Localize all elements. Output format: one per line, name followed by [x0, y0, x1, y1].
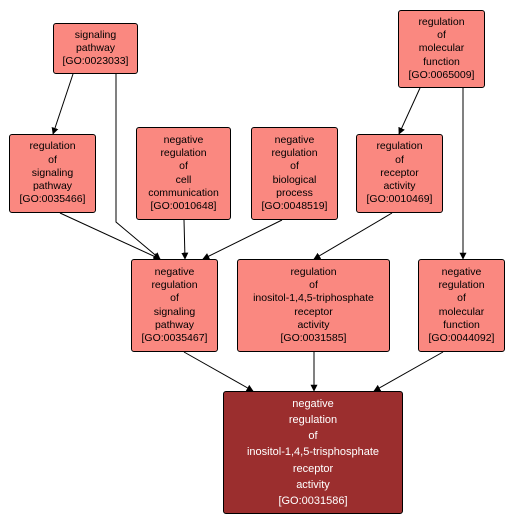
- edge-go-0035467-to-go-0031586: [183, 351, 254, 392]
- node-go-0035466-regulation-of-signaling-pathway[interactable]: regulation of signaling pathway [GO:0035…: [9, 134, 96, 213]
- node-line: negative: [292, 397, 334, 410]
- node-line: pathway: [154, 318, 195, 331]
- node-line: regulation: [376, 140, 423, 153]
- node-line: signaling: [153, 305, 196, 318]
- node-line: of: [457, 292, 466, 305]
- node-line: molecular: [438, 305, 485, 318]
- node-line: regulation: [288, 413, 338, 426]
- node-go-id: [GO:0065009]: [408, 68, 475, 81]
- node-go-0065009-regulation-of-molecular-function[interactable]: regulation of molecular function [GO:006…: [398, 10, 485, 88]
- node-line: regulation: [160, 147, 207, 160]
- node-line: of: [290, 160, 299, 173]
- node-go-0031586-negative-regulation-of-inositol-trisphosphate-receptor-activity[interactable]: negative regulation of inositol-1,4,5-tr…: [223, 391, 403, 514]
- node-line: activity: [296, 478, 330, 491]
- node-line: cell: [175, 173, 192, 186]
- node-line: biological: [272, 173, 317, 186]
- node-go-0010648-negative-regulation-of-cell-communication[interactable]: negative regulation of cell communicatio…: [136, 127, 231, 220]
- node-line: regulation: [418, 15, 465, 28]
- node-line: regulation: [290, 265, 337, 278]
- edge-go-0023033-to-go-0035466: [51, 73, 74, 135]
- node-line: regulation: [271, 147, 318, 160]
- node-line: of: [48, 153, 57, 166]
- edge-go-0065009-to-go-0010469: [398, 87, 421, 135]
- node-go-id: [GO:0048519]: [261, 199, 328, 212]
- node-line: of: [308, 430, 318, 443]
- node-line: receptor: [292, 462, 334, 475]
- node-go-id: [GO:0031585]: [280, 331, 347, 344]
- node-line: inositol-1,4,5-trisphosphate: [246, 446, 380, 459]
- node-line: receptor: [380, 166, 419, 179]
- edge-go-0010648-to-go-0035467: [181, 219, 189, 260]
- edge-go-0035466-to-go-0035467: [59, 212, 161, 260]
- node-line: receptor: [294, 305, 333, 318]
- node-go-id: [GO:0023033]: [62, 55, 129, 68]
- node-line: signaling: [74, 28, 117, 41]
- node-go-0010469-regulation-of-receptor-activity[interactable]: regulation of receptor activity [GO:0010…: [356, 134, 443, 213]
- node-line: activity: [297, 318, 330, 331]
- node-go-0023033-signaling-pathway[interactable]: signaling pathway [GO:0023033]: [53, 23, 138, 74]
- node-line: process: [276, 186, 313, 199]
- node-line: function: [443, 318, 480, 331]
- node-line: activity: [383, 180, 416, 193]
- edge-go-0023033-to-go-0035467: [115, 74, 161, 260]
- node-go-id: [GO:0010469]: [366, 193, 433, 206]
- node-line: function: [423, 55, 460, 68]
- node-line: molecular: [418, 42, 465, 55]
- node-go-0035467-negative-regulation-of-signaling-pathway[interactable]: negative regulation of signaling pathway…: [131, 259, 218, 352]
- node-line: negative: [154, 265, 195, 278]
- node-line: negative: [163, 133, 204, 146]
- node-line: of: [309, 279, 318, 292]
- node-go-id: [GO:0031586]: [278, 495, 348, 507]
- node-line: of: [170, 292, 179, 305]
- node-line: negative: [441, 265, 482, 278]
- node-go-id: [GO:0035466]: [19, 193, 86, 206]
- node-line: of: [437, 29, 446, 42]
- node-go-id: [GO:0044092]: [428, 331, 495, 344]
- node-go-id: [GO:0010648]: [150, 199, 217, 212]
- node-go-0031585-regulation-of-inositol-triphosphate-receptor-activity[interactable]: regulation of inositol-1,4,5-triphosphat…: [237, 259, 390, 352]
- edge-go-0010469-to-go-0031585: [313, 212, 393, 260]
- node-line: pathway: [32, 180, 73, 193]
- node-line: communication: [148, 186, 219, 199]
- node-line: signaling: [31, 166, 74, 179]
- node-line: of: [179, 160, 188, 173]
- node-go-id: [GO:0035467]: [141, 331, 208, 344]
- node-line: negative: [274, 133, 315, 146]
- node-line: inositol-1,4,5-triphosphate: [253, 292, 374, 305]
- node-go-0048519-negative-regulation-of-biological-process[interactable]: negative regulation of biological proces…: [251, 127, 338, 220]
- node-line: regulation: [438, 279, 485, 292]
- edge-go-0044092-to-go-0031586: [373, 351, 444, 392]
- node-line: pathway: [75, 41, 116, 54]
- node-line: of: [395, 153, 404, 166]
- node-line: regulation: [29, 140, 76, 153]
- edge-go-0048519-to-go-0035467: [202, 219, 283, 260]
- node-go-0044092-negative-regulation-of-molecular-function[interactable]: negative regulation of molecular functio…: [418, 259, 505, 352]
- node-line: regulation: [151, 279, 198, 292]
